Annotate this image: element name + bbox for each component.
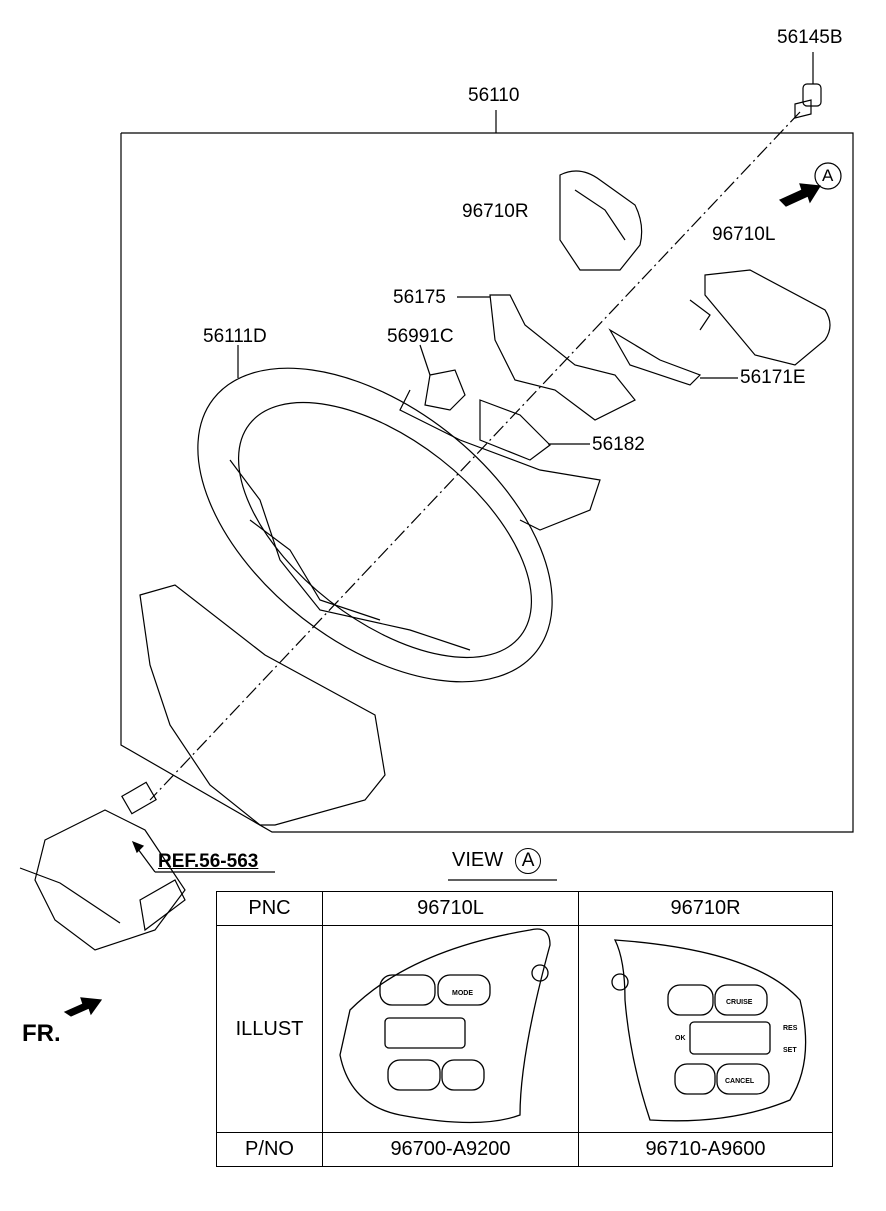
view-text: VIEW [452, 849, 504, 871]
view-marker-circle: A [515, 848, 542, 874]
label-56175: 56175 [393, 287, 446, 308]
pno-left: 96700-A9200 [322, 1132, 579, 1167]
bracket-56182 [479, 399, 551, 461]
label-56182: 56182 [592, 434, 645, 455]
label-96710r: 96710R [462, 201, 529, 222]
parts-table: PNC 96710L 96710R ILLUST P/NO 96700-A920… [216, 891, 833, 1167]
label-96710l: 96710L [712, 224, 776, 245]
assembly-frame [120, 132, 854, 833]
table-row: P/NO 96700-A9200 96710-A9600 [216, 1132, 833, 1167]
row-label-pno: P/NO [216, 1132, 323, 1167]
bracket-56175 [489, 294, 636, 421]
row-label-pnc: PNC [216, 891, 323, 926]
illust-right-cell [578, 925, 833, 1133]
label-ref: REF.56-563 [158, 851, 259, 872]
switch-right-part [559, 170, 643, 271]
bolt-part [794, 52, 822, 119]
wiring-56991c [399, 369, 601, 531]
table-row: ILLUST [216, 925, 833, 1133]
pno-right: 96710-A9600 [578, 1132, 833, 1167]
airbag-cover [139, 584, 386, 826]
row-label-illust: ILLUST [216, 925, 323, 1133]
label-56171e: 56171E [740, 367, 806, 388]
label-56111d: 56111D [203, 326, 267, 347]
illust-left-cell [322, 925, 579, 1133]
switch-left-part [704, 269, 831, 366]
label-56991c: 56991C [387, 326, 454, 347]
pnc-right: 96710R [578, 891, 833, 926]
harness-56171e [608, 328, 702, 386]
label-56110: 56110 [468, 85, 520, 106]
steering-column [34, 809, 186, 951]
label-view-marker: A [822, 166, 834, 185]
view-a-title: VIEW A [452, 848, 542, 874]
label-56145b: 56145B [777, 27, 843, 48]
view-arrow [778, 183, 822, 207]
label-fr: FR. [22, 1020, 61, 1047]
steering-wheel-rim [197, 367, 553, 683]
table-row: PNC 96710L 96710R [216, 891, 833, 926]
fr-arrow [63, 997, 103, 1017]
pnc-left: 96710L [322, 891, 579, 926]
